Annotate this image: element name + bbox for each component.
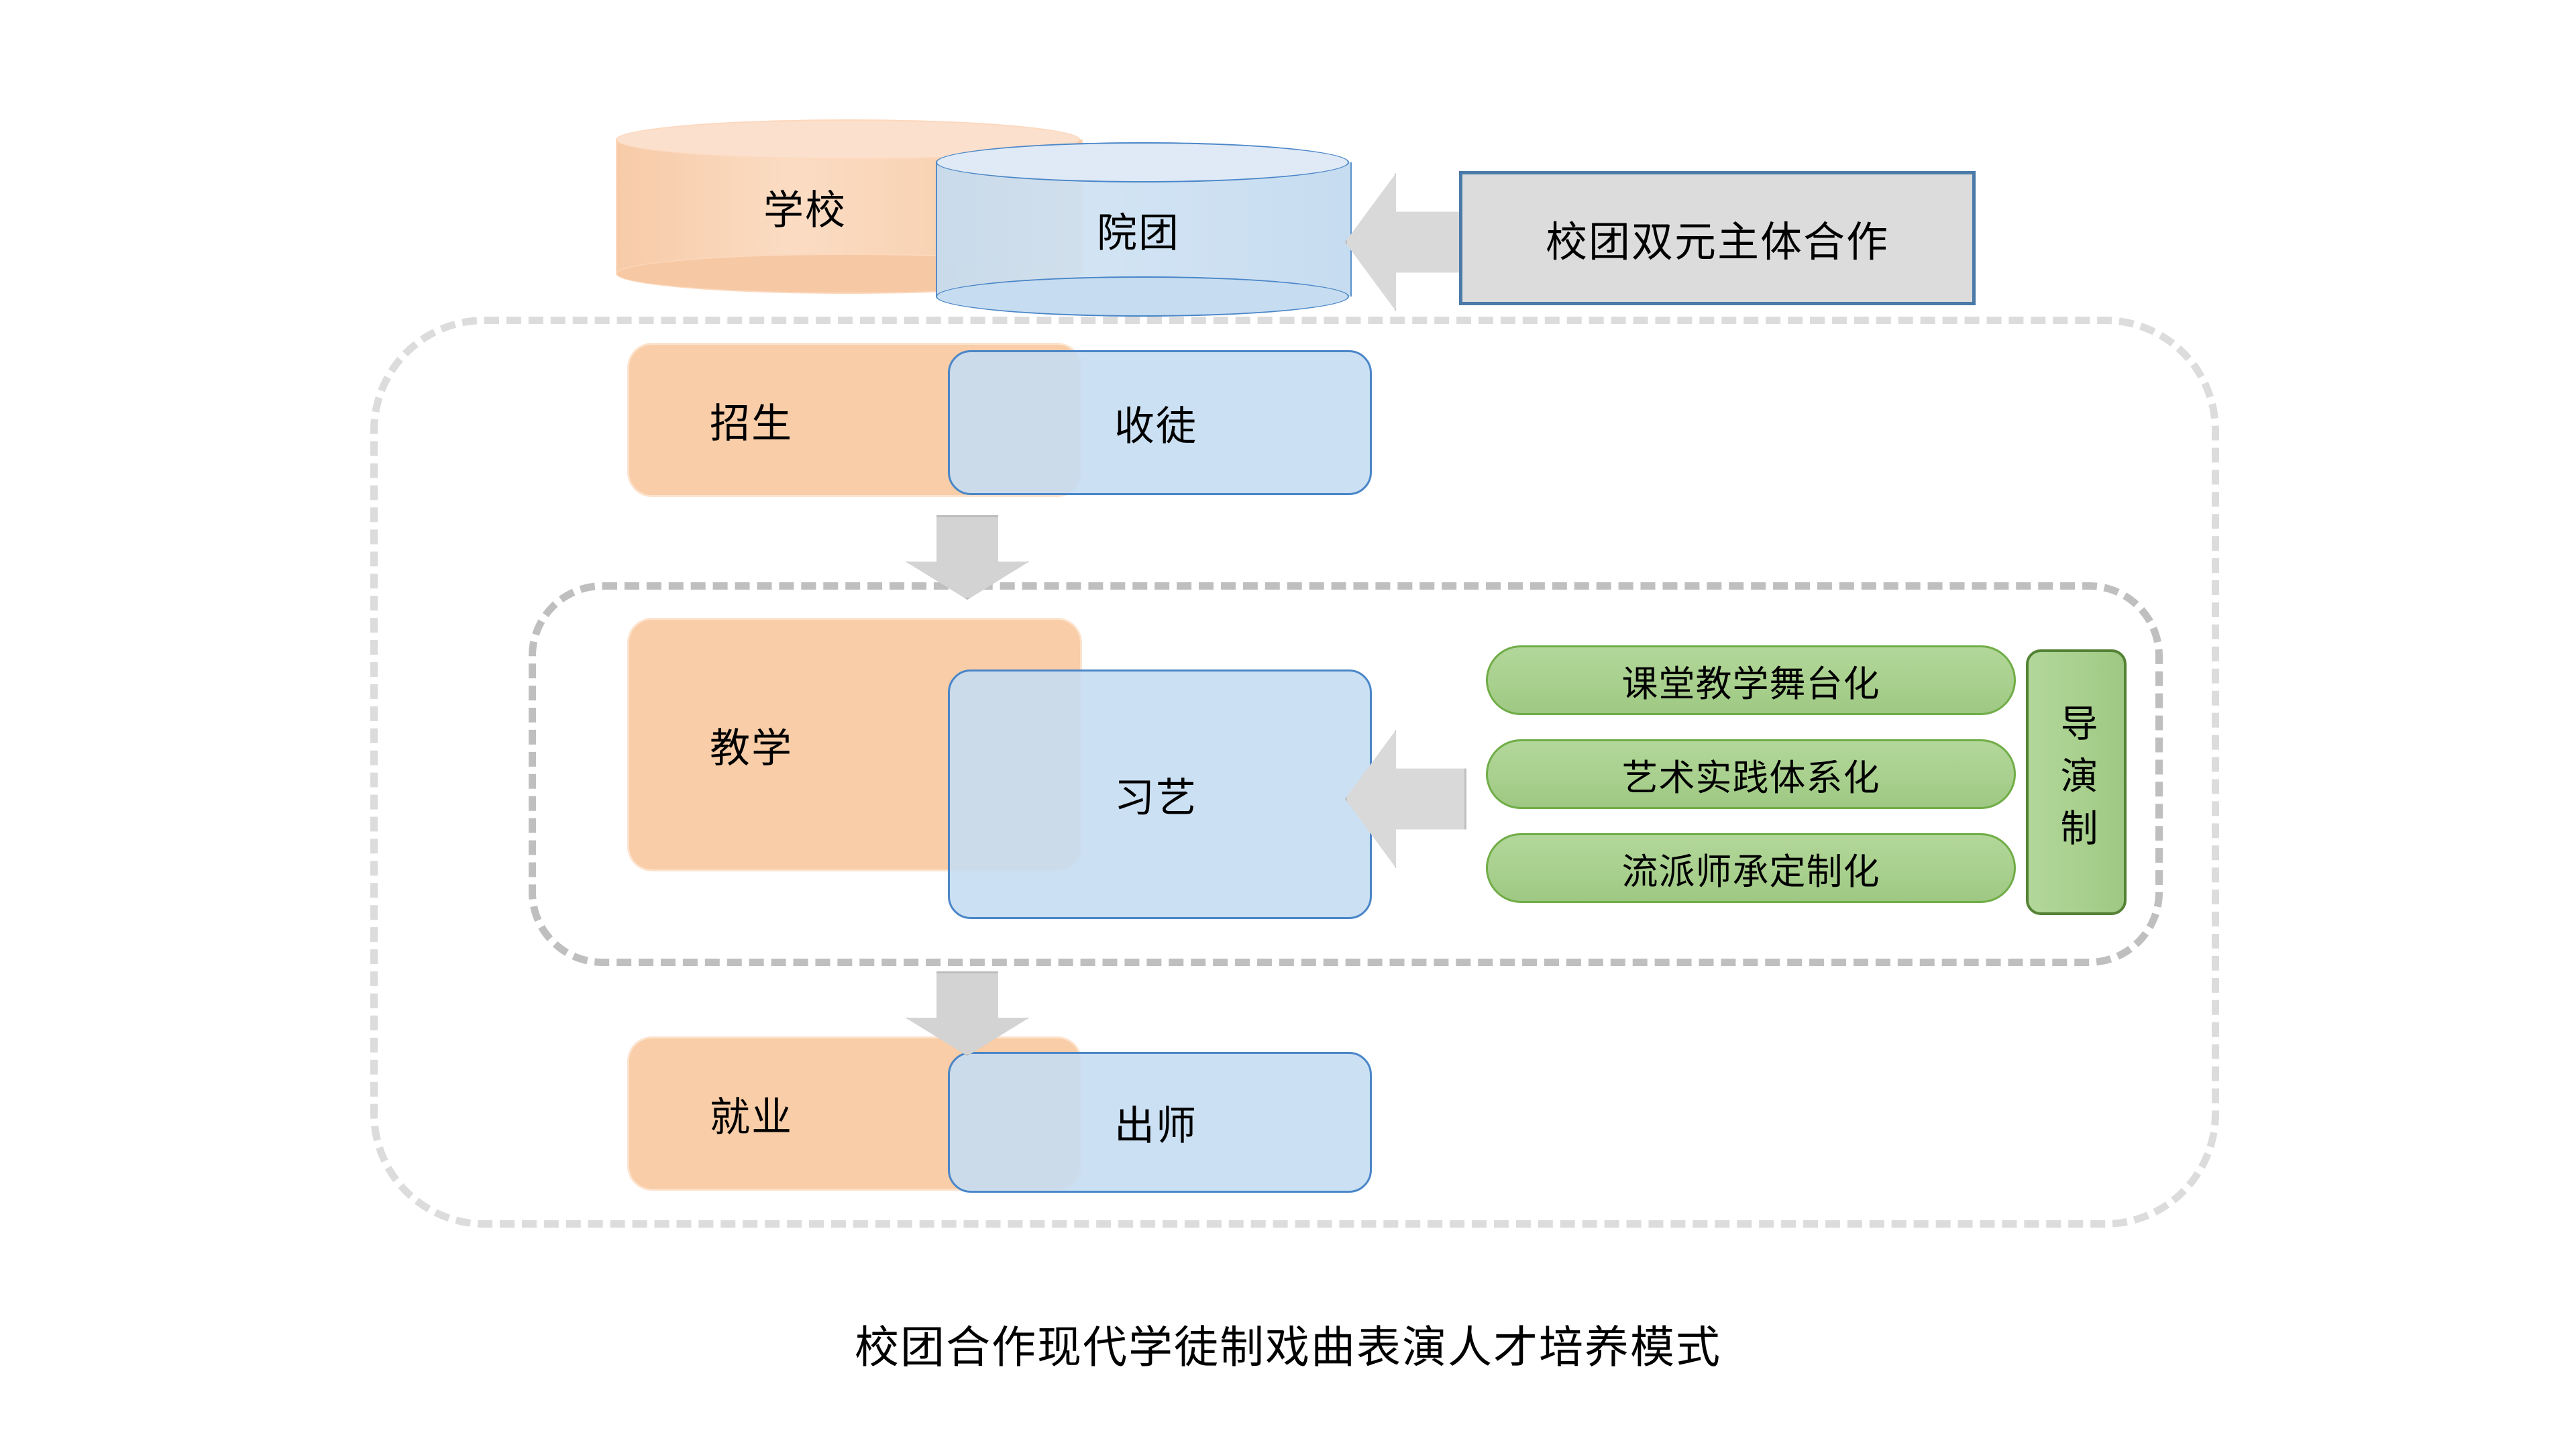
cylinder-cap bbox=[936, 142, 1349, 182]
stage-box-label: 就业 bbox=[710, 1094, 793, 1140]
cooperation-note-label: 校团双元主体合作 bbox=[1545, 219, 1889, 266]
troupe-cylinder-label: 院团 bbox=[1097, 210, 1180, 256]
method-pill-lineage[interactable]: 流派师承定制化 bbox=[1486, 833, 2016, 903]
school-cylinder-label: 学校 bbox=[763, 187, 847, 233]
troupe-cylinder[interactable]: 院团 bbox=[936, 142, 1352, 317]
diagram-caption: 校团合作现代学徒制戏曲表演人才培养模式 bbox=[855, 1322, 1721, 1372]
cylinder-base bbox=[936, 276, 1349, 317]
cylinder-body bbox=[936, 162, 1352, 297]
method-pill-label: 流派师承定制化 bbox=[1621, 851, 1880, 892]
director-system-box[interactable]: 导演制 bbox=[2026, 649, 2127, 915]
outer-dashed-frame bbox=[370, 317, 2219, 1228]
stage-box-label: 收徒 bbox=[1114, 403, 1197, 449]
method-pill-label: 艺术实践体系化 bbox=[1621, 757, 1880, 798]
stage-box-label: 习艺 bbox=[1114, 775, 1197, 820]
method-pill-classroom[interactable]: 课堂教学舞台化 bbox=[1486, 645, 2016, 715]
inner-dashed-frame bbox=[529, 582, 2163, 966]
stage-box-teaching-troupe[interactable]: 习艺 bbox=[948, 669, 1372, 919]
stage-box-label: 招生 bbox=[710, 400, 793, 446]
director-system-label: 导演制 bbox=[2055, 704, 2098, 861]
method-pill-label: 课堂教学舞台化 bbox=[1621, 663, 1880, 704]
method-pill-practice[interactable]: 艺术实践体系化 bbox=[1486, 739, 2016, 809]
stage-box-recruit-troupe[interactable]: 收徒 bbox=[948, 350, 1372, 495]
cooperation-note-box[interactable]: 校团双元主体合作 bbox=[1459, 171, 1976, 305]
stage-box-employment-troupe[interactable]: 出师 bbox=[948, 1052, 1372, 1193]
stage-box-label: 出师 bbox=[1114, 1103, 1197, 1148]
stage-box-label: 教学 bbox=[710, 725, 793, 771]
